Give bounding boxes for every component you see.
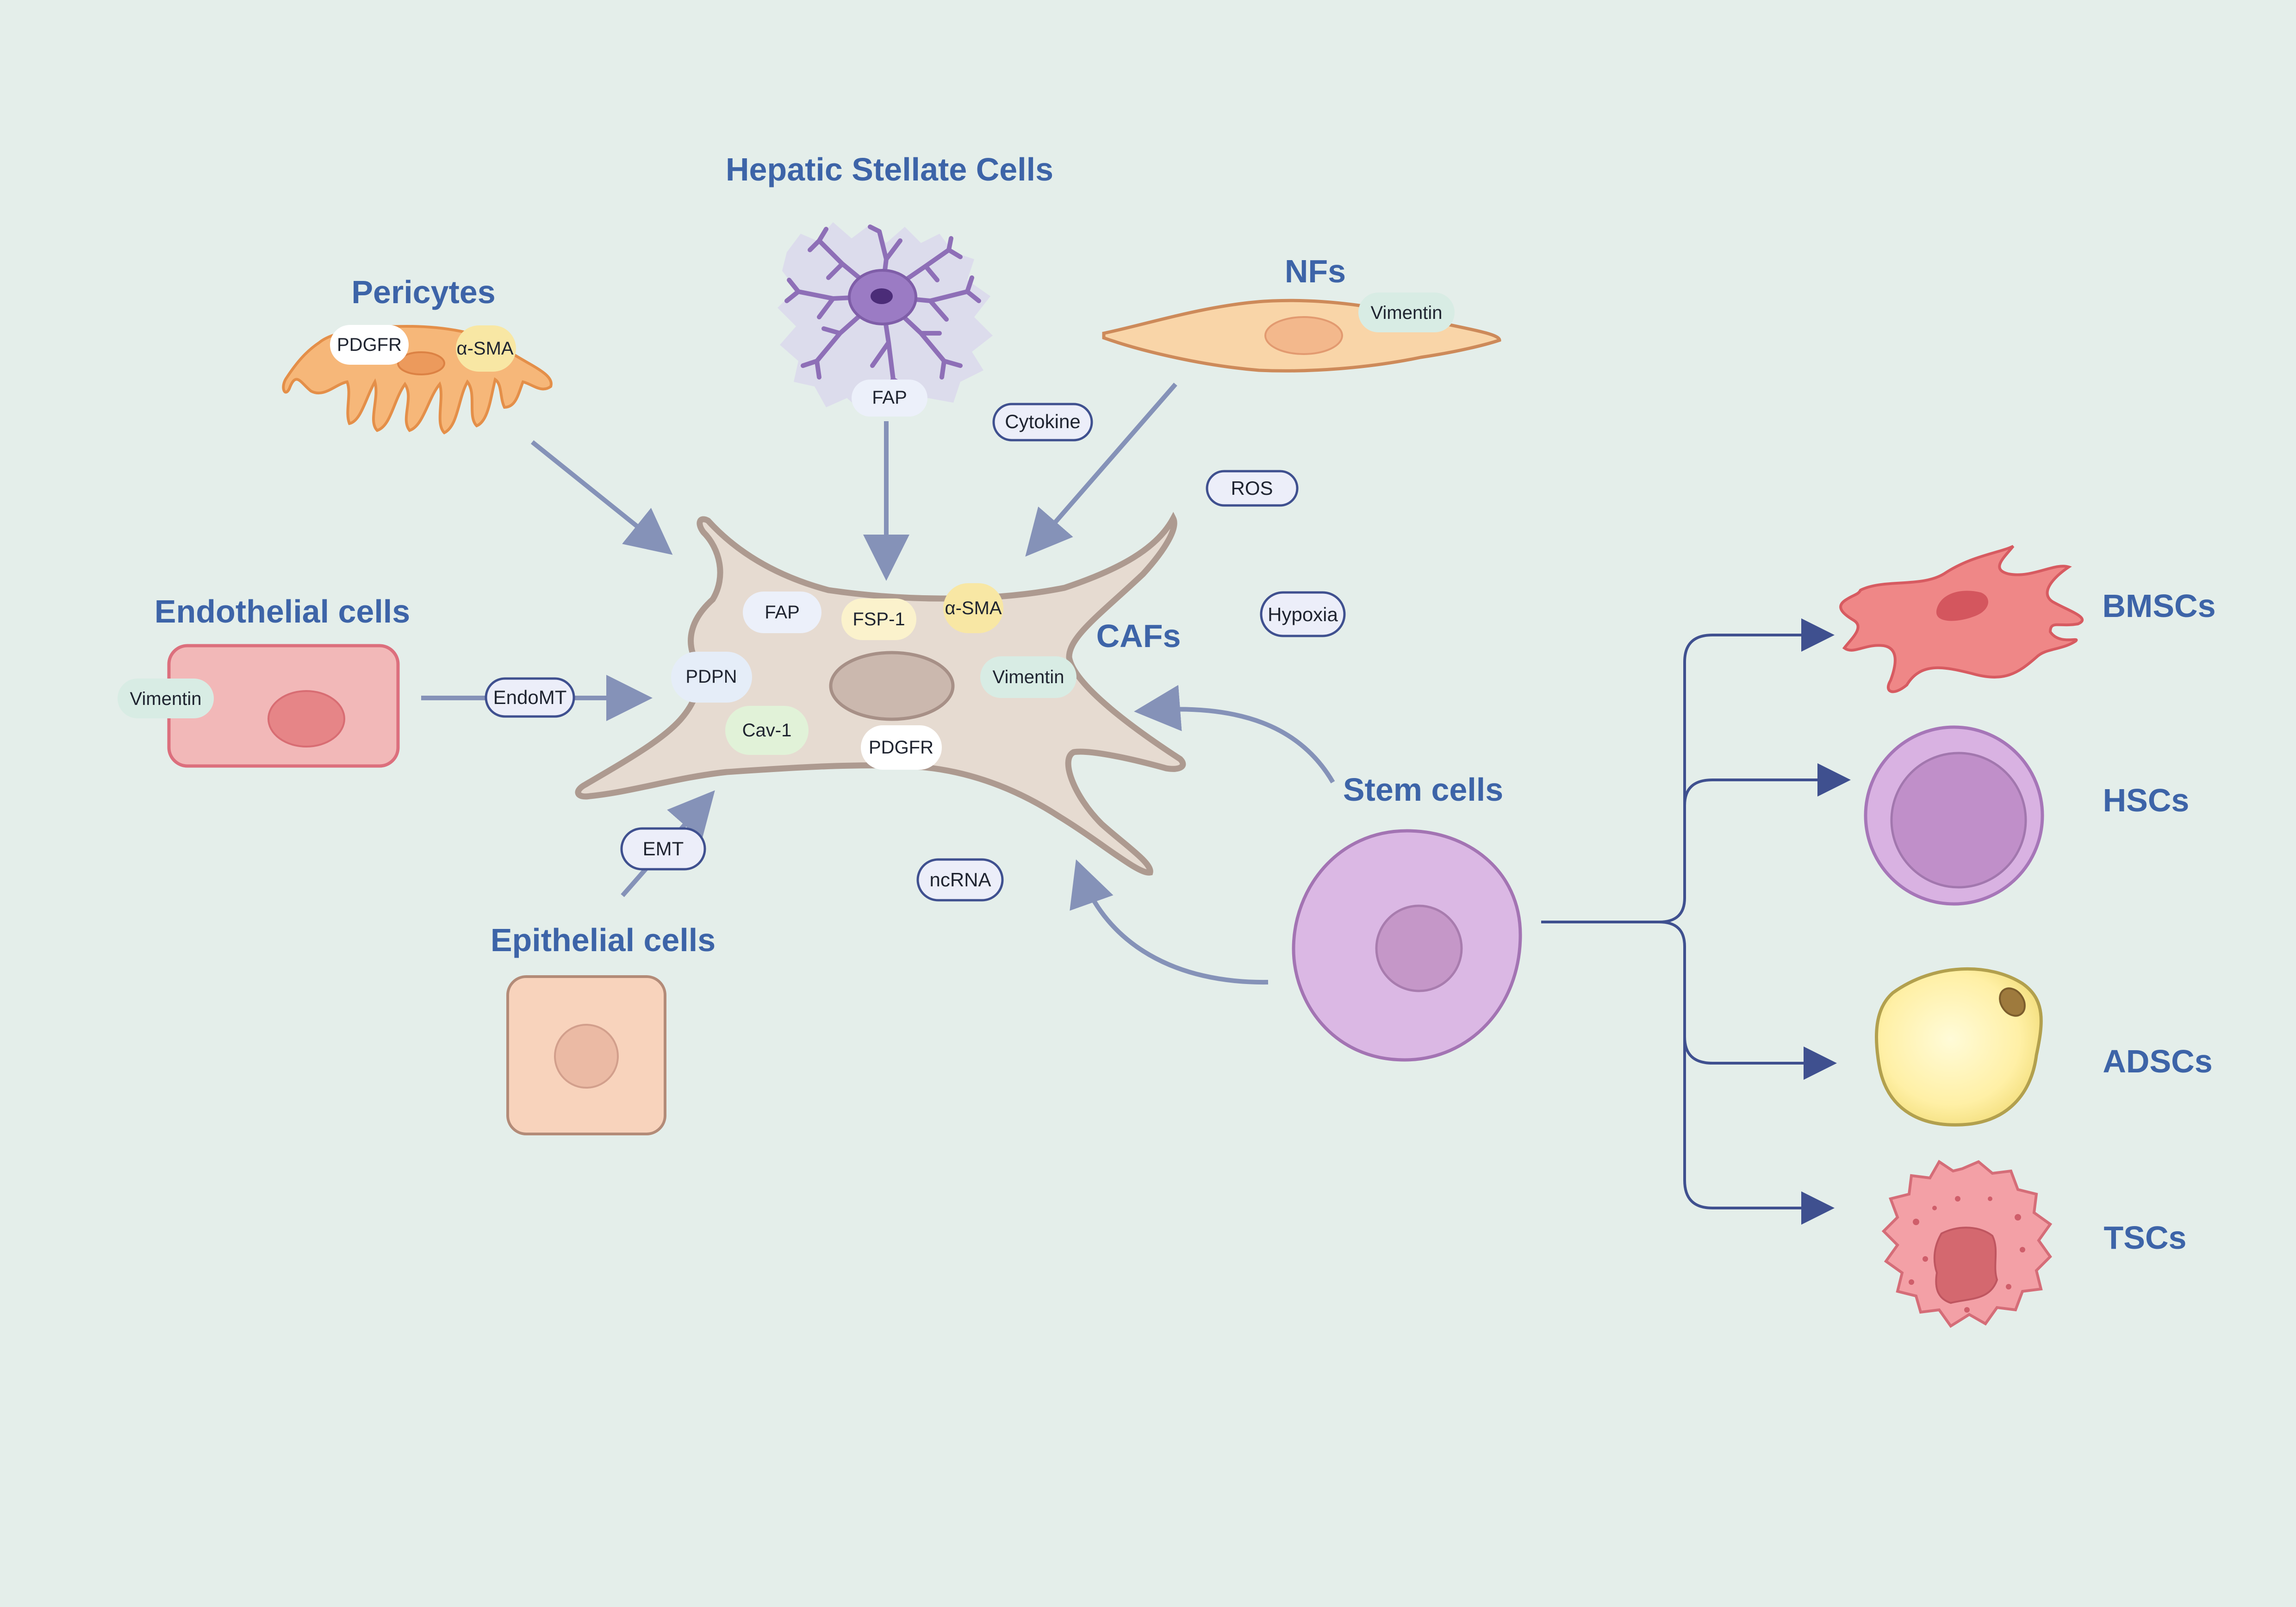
epithelial-nucleus	[554, 1024, 619, 1089]
arrow-stem-to-cafs-lower	[1070, 859, 1269, 985]
marker-caf-asma-label: α-SMA	[945, 598, 1002, 618]
hepatic-stellate-nucleus	[871, 288, 893, 304]
process-ncrna-label: ncRNA	[929, 869, 991, 891]
stem-cells-title: Stem cells	[1343, 772, 1503, 808]
pericyte-nucleus	[397, 351, 445, 375]
hscs-title: HSCs	[2103, 782, 2190, 818]
epithelial-cell: Epithelial cells	[491, 922, 716, 1135]
tsc-cell: TSCs	[1881, 1159, 2187, 1328]
marker-caf-vimentin-label: Vimentin	[993, 667, 1064, 687]
marker-nf-vimentin-label: Vimentin	[1371, 303, 1443, 323]
endothelial-title: Endothelial cells	[155, 593, 410, 629]
adsc-cell: ADSCs	[1874, 967, 2213, 1127]
marker-nf-vimentin	[1358, 293, 1455, 332]
marker-caf-fap	[743, 592, 821, 633]
stem-cell-branches	[1541, 618, 1851, 1225]
caf-nucleus	[829, 651, 955, 721]
process-hypoxia-label: Hypoxia	[1268, 604, 1338, 625]
arrow-nfs-to-cafs	[1025, 382, 1177, 557]
branch-to-tscs	[1683, 1037, 1835, 1225]
endothelial-cell: Endothelial cells Vimentin	[118, 593, 410, 768]
marker-endothelial-vimentin-label: Vimentin	[130, 689, 202, 709]
process-endomt	[485, 677, 575, 718]
bmsc-cell: BMSCs	[1839, 545, 2216, 693]
process-ros	[1206, 470, 1299, 507]
process-ncrna	[916, 858, 1004, 902]
caf-cell: CAFs FAP FSP-1 α-SMA PDPN Vimentin Cav-1…	[575, 511, 1186, 876]
pericytes-title: Pericytes	[351, 274, 495, 310]
nf-nucleus	[1264, 316, 1343, 355]
marker-caf-fsp1	[841, 598, 916, 640]
marker-caf-pdpn	[671, 652, 752, 703]
epithelial-title: Epithelial cells	[491, 922, 716, 958]
marker-caf-pdgfr-label: PDGFR	[869, 737, 933, 758]
marker-hsc-fap-label: FAP	[872, 387, 907, 408]
marker-pericyte-pdgfr	[330, 325, 409, 365]
marker-caf-asma	[943, 583, 1003, 633]
tsc-granules	[1909, 1196, 2025, 1313]
marker-caf-pdgfr	[861, 725, 942, 770]
process-ros-label: ROS	[1231, 477, 1273, 499]
process-hypoxia	[1260, 591, 1346, 637]
adsc-nucleus	[1999, 987, 2026, 1017]
marker-pericyte-asma-label: α-SMA	[456, 338, 513, 359]
stem-cell: Stem cells	[1292, 772, 1522, 1062]
adsc-body	[1874, 967, 2043, 1127]
adscs-title: ADSCs	[2103, 1043, 2212, 1079]
arrow-pericytes-to-cafs	[530, 440, 673, 555]
marker-hsc-fap	[852, 380, 927, 417]
marker-caf-fap-label: FAP	[765, 602, 800, 623]
hepatic-stellate-title: Hepatic Stellate Cells	[726, 151, 1053, 187]
marker-endothelial-vimentin	[118, 679, 214, 718]
process-emt-label: EMT	[643, 838, 684, 860]
hsc-cell: HSCs	[1864, 725, 2190, 906]
branch-to-bmscs	[1659, 618, 1835, 923]
stem-cell-nucleus	[1375, 904, 1463, 992]
process-labels: Cytokine ROS Hypoxia EndoMT EMT ncRNA	[485, 403, 1346, 902]
marker-caf-vimentin	[980, 656, 1076, 698]
process-cytokine	[992, 403, 1093, 442]
marker-pericyte-asma	[456, 325, 516, 372]
endothelial-nucleus	[268, 690, 345, 747]
branch-to-hscs	[1683, 763, 1851, 806]
marker-caf-cav1	[725, 706, 809, 755]
bmsc-nucleus	[1936, 591, 1989, 621]
marker-caf-pdpn-label: PDPN	[685, 666, 737, 687]
process-emt	[620, 827, 706, 871]
bmscs-title: BMSCs	[2102, 588, 2215, 624]
marker-caf-fsp1-label: FSP-1	[852, 609, 905, 629]
hsc-nucleus	[1890, 752, 2027, 889]
marker-caf-cav1-label: Cav-1	[742, 720, 792, 741]
nf-cell: NFs Vimentin	[1102, 253, 1501, 373]
tscs-title: TSCs	[2104, 1220, 2187, 1256]
hepatic-stellate-dendrites	[784, 224, 981, 396]
nfs-title: NFs	[1285, 253, 1346, 289]
tsc-nucleus	[1933, 1227, 1998, 1304]
arrow-stem-to-cafs-upper	[1134, 685, 1335, 784]
hepatic-stellate-cell: Hepatic Stellate Cells FAP	[726, 151, 1053, 417]
process-cytokine-label: Cytokine	[1005, 411, 1080, 432]
marker-pericyte-pdgfr-label: PDGFR	[337, 335, 402, 355]
cafs-title: CAFs	[1096, 618, 1181, 654]
pericyte-cell: Pericytes PDGFR α-SMA	[282, 274, 553, 435]
process-endomt-label: EndoMT	[493, 686, 567, 708]
